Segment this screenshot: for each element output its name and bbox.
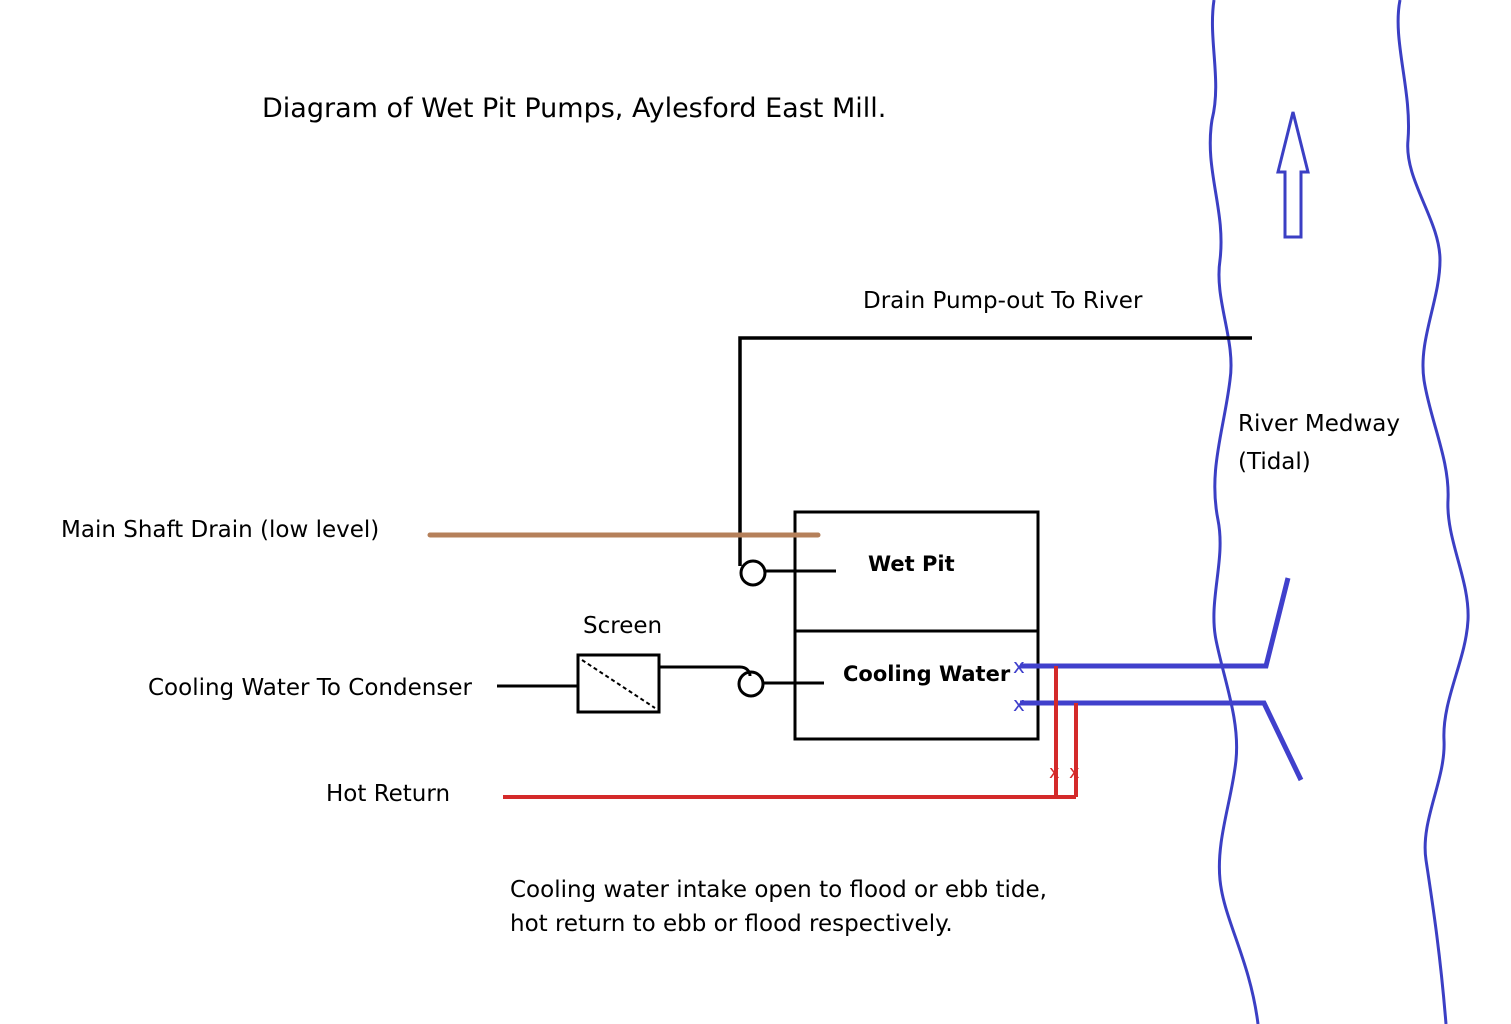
screen-filter-icon bbox=[576, 653, 661, 714]
pump-circle-icon bbox=[739, 559, 767, 587]
hot-return-label: Hot Return bbox=[326, 781, 450, 807]
drain-pump-out-pipe bbox=[738, 336, 1252, 566]
hot-return-valve-icon-1: x bbox=[1049, 762, 1060, 783]
screen-to-pump-pipe bbox=[659, 665, 752, 677]
upper-intake-valve-icon: x bbox=[1013, 654, 1025, 678]
cooling-water-label: Cooling Water bbox=[843, 662, 1011, 686]
cooling-to-condenser-label: Cooling Water To Condenser bbox=[148, 675, 472, 701]
river-left-bank bbox=[1208, 0, 1260, 1024]
screen-label: Screen bbox=[583, 613, 662, 639]
lower-intake-valve-icon: x bbox=[1013, 692, 1025, 716]
river-tidal-label: (Tidal) bbox=[1238, 449, 1311, 475]
hot-return-valve-icon-2: x bbox=[1069, 762, 1080, 783]
river-name-label: River Medway bbox=[1238, 411, 1400, 437]
cooling-water-box bbox=[793, 629, 1040, 741]
drain-pump-out-label: Drain Pump-out To River bbox=[863, 288, 1143, 314]
river-right-bank bbox=[1396, 0, 1470, 1024]
wet-pit-label: Wet Pit bbox=[868, 552, 955, 576]
upper-intake-pipe bbox=[1020, 577, 1291, 669]
up-arrow-icon bbox=[1276, 111, 1310, 239]
diagram-title: Diagram of Wet Pit Pumps, Aylesford East… bbox=[262, 93, 886, 124]
note-line-2: hot return to ebb or flood respectively. bbox=[510, 911, 953, 937]
main-shaft-drain-label: Main Shaft Drain (low level) bbox=[61, 517, 379, 543]
note-line-1: Cooling water intake open to flood or eb… bbox=[510, 877, 1047, 903]
lower-intake-pipe bbox=[1020, 700, 1304, 782]
